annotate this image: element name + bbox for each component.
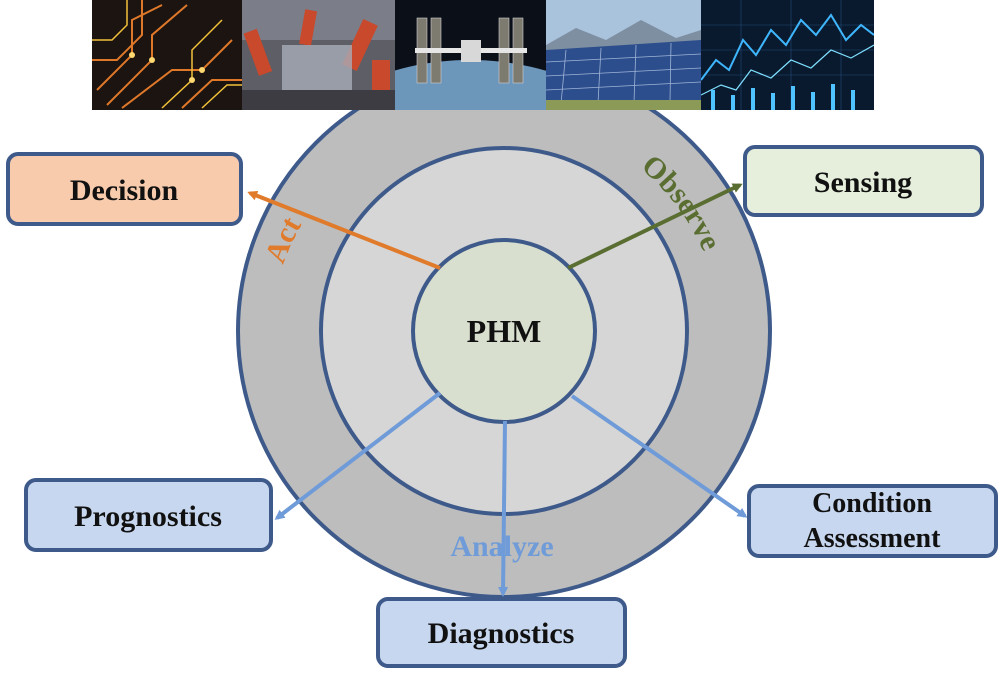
prognostics-arrow (274, 391, 442, 520)
diagnostics-label: Diagnostics (428, 617, 575, 650)
industrial-robots-image (242, 0, 395, 110)
solar-panels-image (546, 0, 701, 110)
circuit-board-image (92, 0, 242, 110)
observe-arrow (567, 183, 743, 270)
decision-label: Decision (70, 174, 179, 207)
condition-arrow (570, 394, 748, 518)
financial-chart-image (701, 0, 874, 110)
space-station-image (395, 0, 546, 110)
sensing-label: Sensing (814, 166, 912, 199)
diagnostics-arrow (498, 420, 509, 597)
condition-assessment-box: Condition Assessment (747, 484, 998, 558)
condition-label-line1: Condition (812, 488, 932, 519)
prognostics-label: Prognostics (74, 500, 222, 533)
act-arrow (247, 190, 441, 270)
condition-label-line2: Assessment (804, 523, 942, 554)
prognostics-box: Prognostics (24, 478, 273, 552)
diagnostics-box: Diagnostics (376, 597, 627, 668)
decision-box: Decision (6, 152, 243, 226)
photo-strip (92, 0, 874, 110)
phm-label: PHM (467, 313, 542, 349)
sensing-box: Sensing (743, 145, 984, 217)
